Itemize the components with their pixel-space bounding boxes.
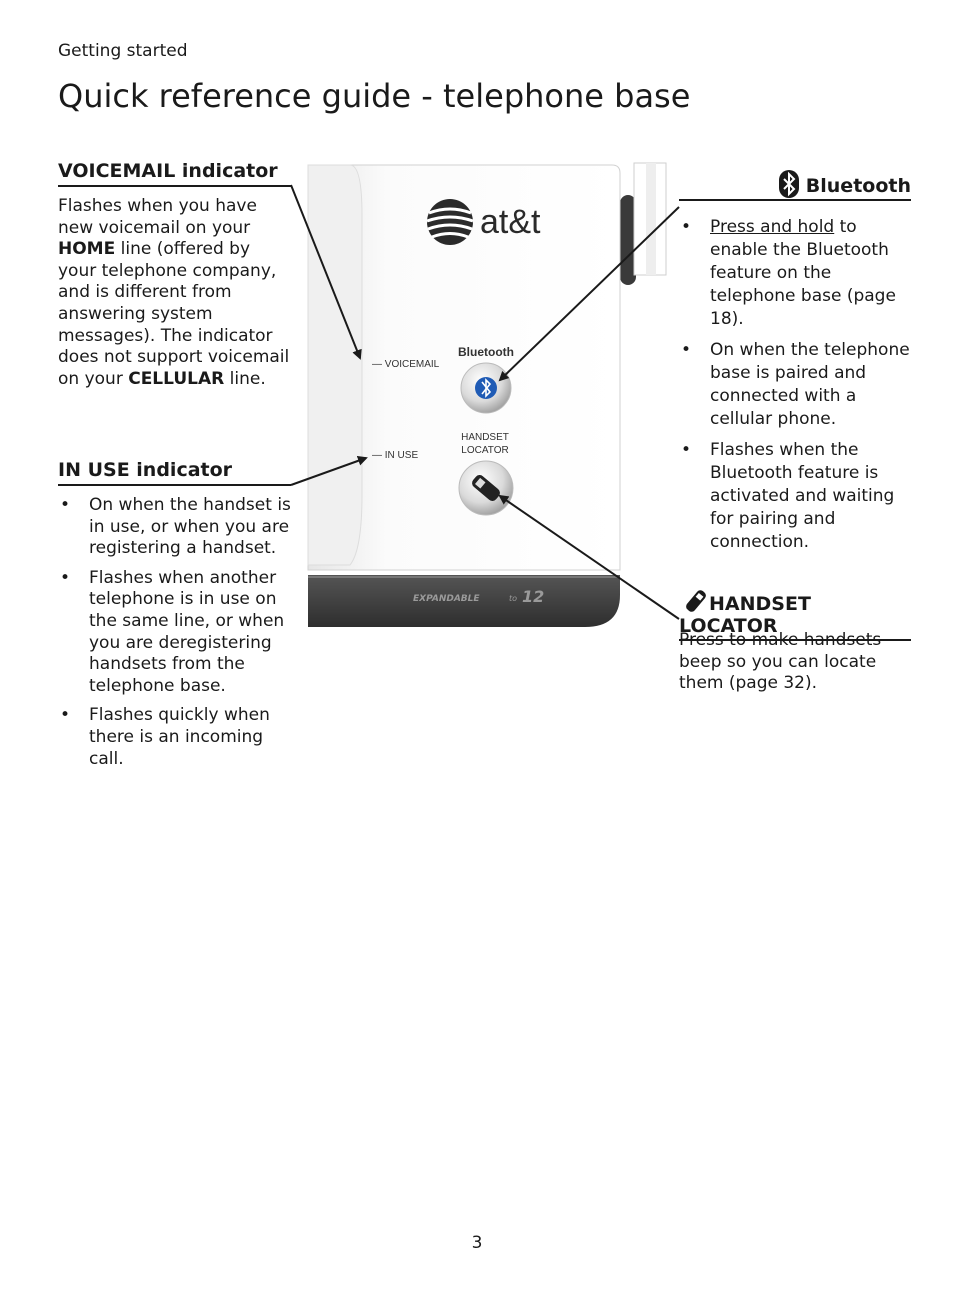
in-use-leader-line	[291, 458, 366, 485]
bluetooth-leader-line	[500, 207, 679, 380]
bluetooth-heading-text: Bluetooth	[806, 175, 911, 197]
handset-locator-description: Press to make handsets beep so you can l…	[679, 630, 909, 695]
bluetooth-heading: Bluetooth	[679, 170, 911, 201]
page-number: 3	[0, 1233, 954, 1253]
list-item: Press and hold to enable the Bluetooth f…	[679, 216, 911, 331]
voicemail-leader-line	[291, 185, 360, 358]
handset-icon	[683, 588, 709, 614]
list-item: Flashes quickly when there is an incomin…	[58, 705, 292, 770]
press-and-hold-link: Press and hold	[710, 217, 834, 237]
bluetooth-icon	[778, 170, 800, 198]
list-item: On when the telephone base is paired and…	[679, 339, 911, 431]
bluetooth-bullets: Press and hold to enable the Bluetooth f…	[679, 216, 911, 562]
list-item: Flashes when the Bluetooth feature is ac…	[679, 439, 911, 554]
locator-leader-line	[500, 496, 679, 619]
